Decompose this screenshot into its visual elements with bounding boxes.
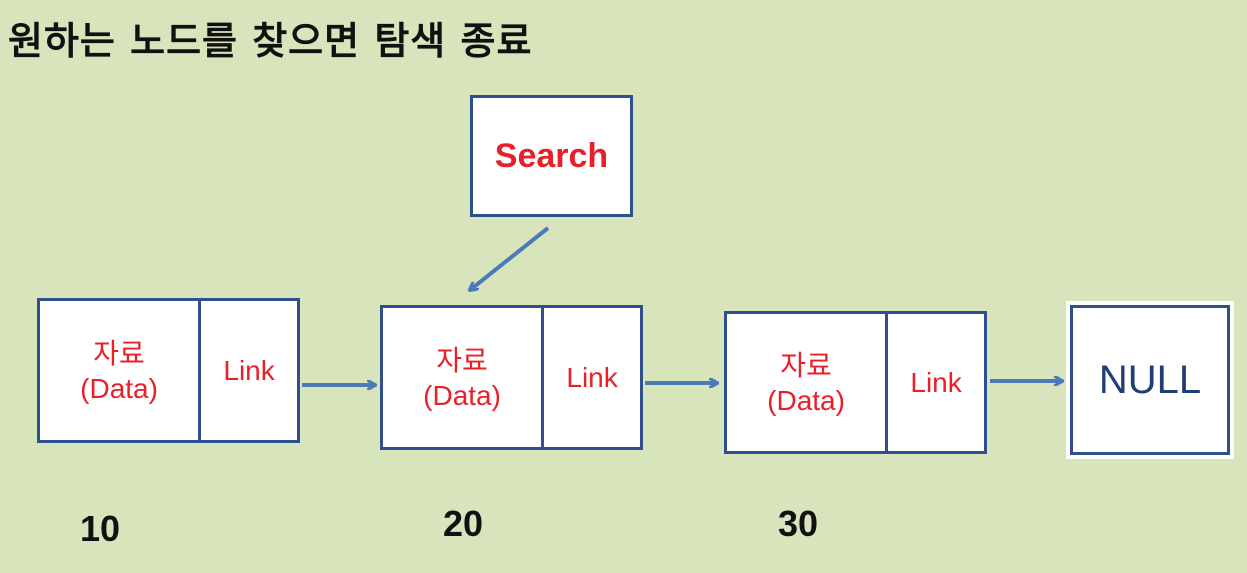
data-sub-label: (Data) [423, 379, 501, 411]
node-value-2: 20 [443, 503, 484, 544]
data-sub-label: (Data) [767, 384, 845, 416]
list-node-2: 자료 (Data) Link [380, 305, 643, 450]
list-node-1: 자료 (Data) Link [37, 298, 300, 443]
link-label: Link [910, 366, 962, 398]
data-label: 자료 [436, 344, 488, 376]
page-title: 원하는 노드를 찾으면 탐색 종료 [8, 19, 533, 63]
search-pointer-arrow [470, 226, 550, 290]
node-link-cell: Link [544, 308, 640, 447]
list-node-3: 자료 (Data) Link [724, 311, 987, 454]
search-label: Search [494, 136, 609, 175]
node-data-cell: 자료 (Data) [383, 308, 545, 447]
node-value-1: 10 [80, 508, 121, 549]
link-label: Link [223, 354, 275, 386]
node-link-cell: Link [201, 301, 297, 440]
search-box: Search [470, 95, 633, 217]
node-link-cell: Link [888, 314, 984, 451]
null-box: NULL [1070, 305, 1230, 455]
node-data-cell: 자료 (Data) [40, 301, 202, 440]
data-label: 자료 [93, 337, 145, 369]
link-label: Link [566, 361, 618, 393]
null-label: NULL [1098, 357, 1202, 402]
node-data-cell: 자료 (Data) [727, 314, 889, 451]
data-label: 자료 [780, 349, 832, 381]
data-sub-label: (Data) [80, 372, 158, 404]
node-value-3: 30 [778, 503, 819, 544]
